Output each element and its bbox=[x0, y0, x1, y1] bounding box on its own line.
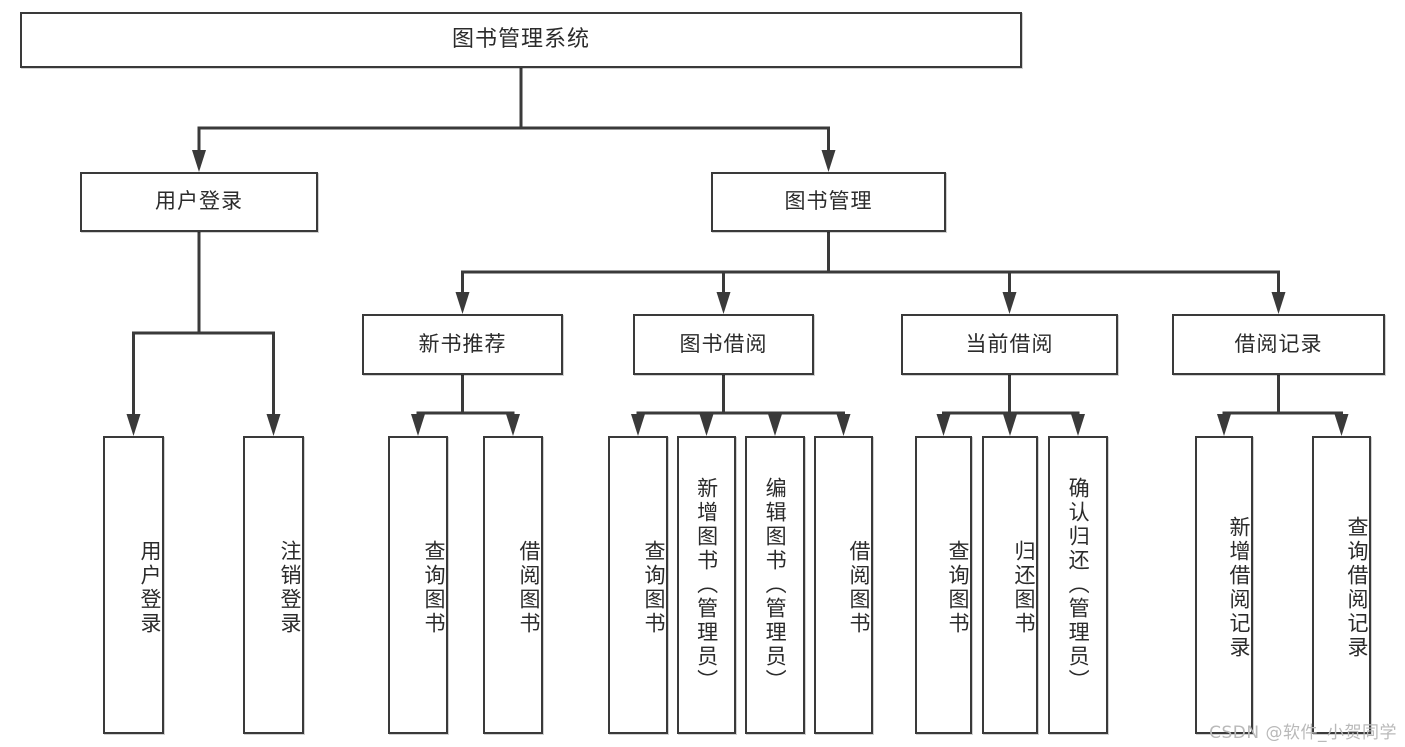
node-label: 用户登录 bbox=[138, 540, 162, 636]
leaf-current-confirm-return-admin[interactable]: 确认归还（管理员） bbox=[1048, 436, 1108, 734]
node-label: 查询图书 bbox=[422, 540, 446, 636]
leaf-record-add-borrow-record[interactable]: 新增借阅记录 bbox=[1195, 436, 1253, 734]
leaf-recommend-query-book[interactable]: 查询图书 bbox=[388, 436, 448, 734]
leaf-borrow-borrow-book[interactable]: 借阅图书 bbox=[814, 436, 873, 734]
node-label: 借阅记录 bbox=[1234, 331, 1323, 356]
node-label: 查询图书 bbox=[642, 540, 666, 636]
node-label: 归还图书 bbox=[1012, 540, 1036, 636]
leaf-borrow-add-book-admin[interactable]: 新增图书（管理员） bbox=[677, 436, 736, 734]
node-label: 编辑图书（管理员） bbox=[763, 477, 788, 693]
node-new-book-recommend[interactable]: 新书推荐 bbox=[362, 314, 563, 375]
leaf-borrow-edit-book-admin[interactable]: 编辑图书（管理员） bbox=[745, 436, 805, 734]
node-label: 借阅图书 bbox=[517, 540, 541, 636]
node-user-login[interactable]: 用户登录 bbox=[80, 172, 318, 232]
leaf-recommend-borrow-book[interactable]: 借阅图书 bbox=[483, 436, 543, 734]
node-label: 用户登录 bbox=[155, 189, 243, 214]
leaf-borrow-query-book[interactable]: 查询图书 bbox=[608, 436, 668, 734]
node-label: 注销登录 bbox=[278, 540, 302, 636]
node-label: 图书借阅 bbox=[679, 331, 768, 356]
node-label: 借阅图书 bbox=[847, 540, 871, 636]
leaf-user-login[interactable]: 用户登录 bbox=[103, 436, 164, 734]
node-label: 图书管理系统 bbox=[451, 26, 590, 52]
node-label: 新增图书（管理员） bbox=[694, 477, 719, 693]
node-current-borrow[interactable]: 当前借阅 bbox=[901, 314, 1118, 375]
csdn-watermark: CSDN @软件_小贺同学 bbox=[1209, 723, 1397, 743]
leaf-current-return-book[interactable]: 归还图书 bbox=[982, 436, 1038, 734]
leaf-current-query-book[interactable]: 查询图书 bbox=[915, 436, 972, 734]
node-book-management[interactable]: 图书管理 bbox=[711, 172, 946, 232]
node-label: 新书推荐 bbox=[418, 331, 507, 356]
node-label: 新增借阅记录 bbox=[1227, 516, 1251, 660]
node-label: 确认归还（管理员） bbox=[1066, 477, 1091, 693]
leaf-logout[interactable]: 注销登录 bbox=[243, 436, 304, 734]
node-root[interactable]: 图书管理系统 bbox=[20, 12, 1022, 68]
node-label: 查询借阅记录 bbox=[1345, 516, 1369, 660]
node-book-borrow[interactable]: 图书借阅 bbox=[633, 314, 814, 375]
leaf-record-query-borrow-record[interactable]: 查询借阅记录 bbox=[1312, 436, 1371, 734]
node-label: 查询图书 bbox=[946, 540, 970, 636]
node-label: 当前借阅 bbox=[965, 331, 1054, 356]
node-borrow-record[interactable]: 借阅记录 bbox=[1172, 314, 1385, 375]
node-label: 图书管理 bbox=[784, 189, 873, 214]
